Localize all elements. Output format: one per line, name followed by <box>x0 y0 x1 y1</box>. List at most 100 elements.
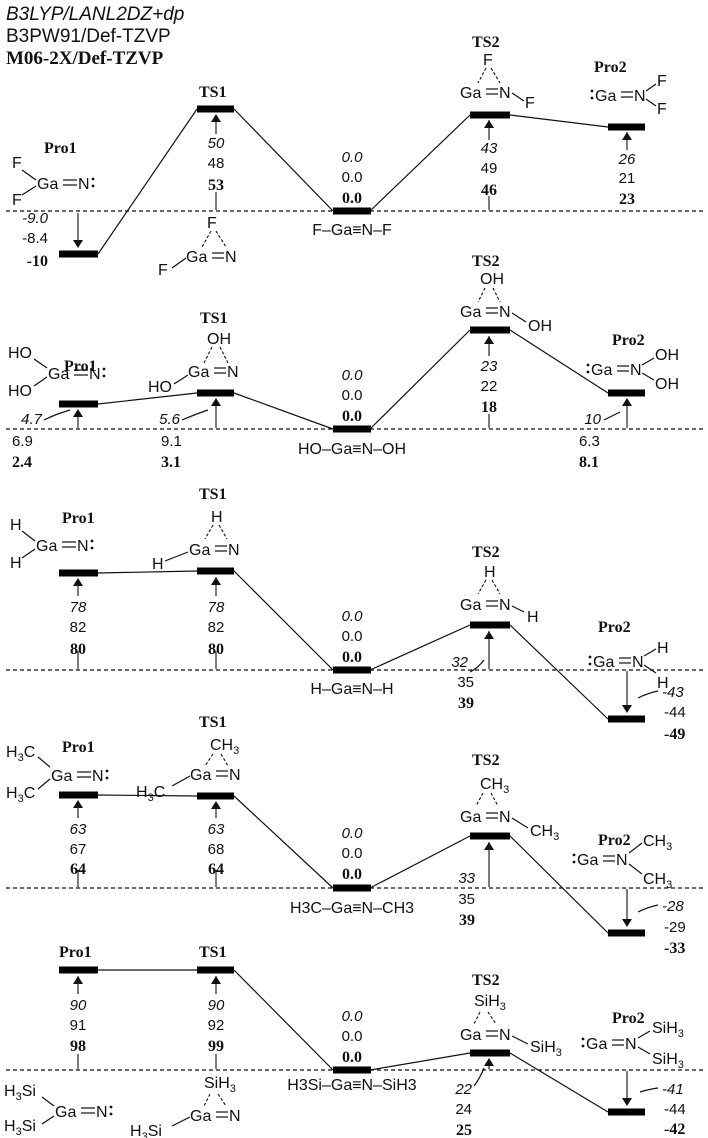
ts1-value-b3pw91: 92 <box>208 1017 225 1034</box>
leader-line <box>639 1087 659 1093</box>
pro1-value-b3pw91: 67 <box>70 841 87 858</box>
svg-text:Ga: Ga <box>36 538 57 555</box>
svg-text:Ga: Ga <box>591 362 612 379</box>
svg-text:Ga: Ga <box>55 1104 76 1121</box>
pro2-value-b3pw91: -44 <box>664 704 686 721</box>
svg-text:N: N <box>228 542 240 559</box>
ts2-structure: OH Ga N OH <box>460 271 552 335</box>
reactant-value-m06: 0.0 <box>342 866 362 883</box>
ts2-value-m06: 18 <box>481 399 497 416</box>
pro2-value-b3lyp: 10 <box>584 411 601 428</box>
reactant-value-b3pw91: 0.0 <box>342 628 363 645</box>
pro1-value-b3lyp: 63 <box>70 821 87 838</box>
svg-text:SiH3: SiH3 <box>652 1020 684 1040</box>
connector <box>369 1052 471 1071</box>
svg-text:N: N <box>630 362 642 379</box>
pro2-value-b3lyp: -43 <box>662 684 684 701</box>
svg-text:SiH3: SiH3 <box>204 1075 236 1095</box>
svg-text:N: N <box>499 304 511 321</box>
pro1-value-m06: 80 <box>70 641 86 658</box>
panel-oh: Pro1 TS1 TS2 Pro2 4.7 5.6 10 6.9 2.4 9.1… <box>6 253 705 471</box>
svg-text:N: N <box>89 366 101 383</box>
ts2-label: TS2 <box>472 34 500 51</box>
pro2-value-b3pw91: 21 <box>619 170 636 187</box>
svg-text:Ga: Ga <box>460 1027 481 1044</box>
svg-text:H3Si: H3Si <box>4 1118 36 1138</box>
ts1-value-b3lyp: 50 <box>208 135 225 152</box>
ts2-label: TS2 <box>472 972 500 989</box>
pro2-value-b3lyp: 26 <box>618 151 636 168</box>
pro1-structure: H3C H3C Ga N <box>6 744 109 805</box>
pro2-structure: Ga N SiH3 SiH3 <box>581 1020 684 1071</box>
connector <box>233 969 334 1071</box>
pro2-value-b3lyp: -28 <box>662 898 684 915</box>
arrow-head <box>622 705 632 713</box>
svg-text:N: N <box>499 597 511 614</box>
pro2-value-m06: 23 <box>619 191 635 208</box>
ts1-value-b3lyp: 5.6 <box>159 411 181 428</box>
connector <box>97 392 198 405</box>
svg-text:SiH3: SiH3 <box>652 1051 684 1071</box>
ts2-label: TS2 <box>472 253 500 270</box>
svg-text:N: N <box>632 654 644 671</box>
reactant-value-m06: 0.0 <box>342 1049 362 1066</box>
ts2-value-b3pw91: 35 <box>458 891 475 908</box>
svg-text:Ga: Ga <box>595 88 616 105</box>
arrow-head <box>211 577 221 585</box>
ts2-label: TS2 <box>472 544 500 561</box>
reactant-structure: H–Ga≡N–H <box>310 681 393 698</box>
svg-text:N: N <box>225 249 237 266</box>
svg-text:N: N <box>229 1108 241 1125</box>
svg-text:F: F <box>657 73 667 90</box>
reactant-value-b3lyp: 0.0 <box>342 825 364 842</box>
reactant-value-b3pw91: 0.0 <box>342 387 363 404</box>
svg-text:H: H <box>10 555 22 572</box>
ts2-value-b3lyp: 33 <box>458 870 475 887</box>
svg-text:Ga: Ga <box>460 809 481 826</box>
pro2-value-b3lyp: -41 <box>662 1081 684 1098</box>
ts2-structure: CH3 Ga N CH3 <box>460 776 559 843</box>
svg-text:OH: OH <box>655 347 679 364</box>
svg-text:F: F <box>525 95 535 112</box>
svg-text:F: F <box>483 52 493 69</box>
ts2-value-b3pw91: 24 <box>455 1101 472 1118</box>
pro2-value-m06: -33 <box>664 940 685 957</box>
panel-sih3: Pro1 TS1 TS2 Pro2 90 91 98 90 92 99 0.0 … <box>4 944 705 1138</box>
pro1-label: Pro1 <box>64 358 97 375</box>
arrow-head <box>73 800 83 808</box>
svg-text:N: N <box>499 85 511 102</box>
connector <box>97 570 198 574</box>
pro2-label: Pro2 <box>612 1010 645 1027</box>
arrow-head <box>73 578 83 586</box>
pro1-structure: H H Ga N <box>10 517 94 572</box>
svg-text:OH: OH <box>480 271 504 288</box>
ts1-value-m06: 64 <box>208 861 224 878</box>
svg-text:HO: HO <box>8 383 32 400</box>
reactant-structure: H3Si–Ga≡N–SiH3 <box>287 1077 416 1094</box>
connector <box>369 329 471 430</box>
ts2-value-b3lyp: 23 <box>480 358 498 375</box>
svg-text:H3C: H3C <box>6 785 35 805</box>
connector <box>369 114 471 212</box>
svg-text:N: N <box>227 364 239 381</box>
svg-text:H: H <box>657 675 669 692</box>
pro1-value-m06: 98 <box>70 1038 86 1055</box>
reactant-structure: H3C–Ga≡N–CH3 <box>290 900 414 917</box>
svg-text:OH: OH <box>655 376 679 393</box>
connector <box>509 114 609 128</box>
ts1-structure: H Ga N H <box>152 509 240 573</box>
svg-text:N: N <box>499 1027 511 1044</box>
arrow-head <box>484 842 494 850</box>
pro1-value-b3lyp: 90 <box>70 997 87 1014</box>
svg-text:H3C: H3C <box>6 744 35 764</box>
svg-text:N: N <box>616 852 628 869</box>
svg-text:N: N <box>96 1104 108 1121</box>
svg-text:Ga: Ga <box>48 366 69 383</box>
ts1-label: TS1 <box>199 944 227 961</box>
leader-line <box>637 904 659 913</box>
connector <box>369 624 471 671</box>
svg-text:N: N <box>499 809 511 826</box>
pro1-structure: HO HO Ga N <box>8 345 106 400</box>
connector <box>509 329 609 394</box>
